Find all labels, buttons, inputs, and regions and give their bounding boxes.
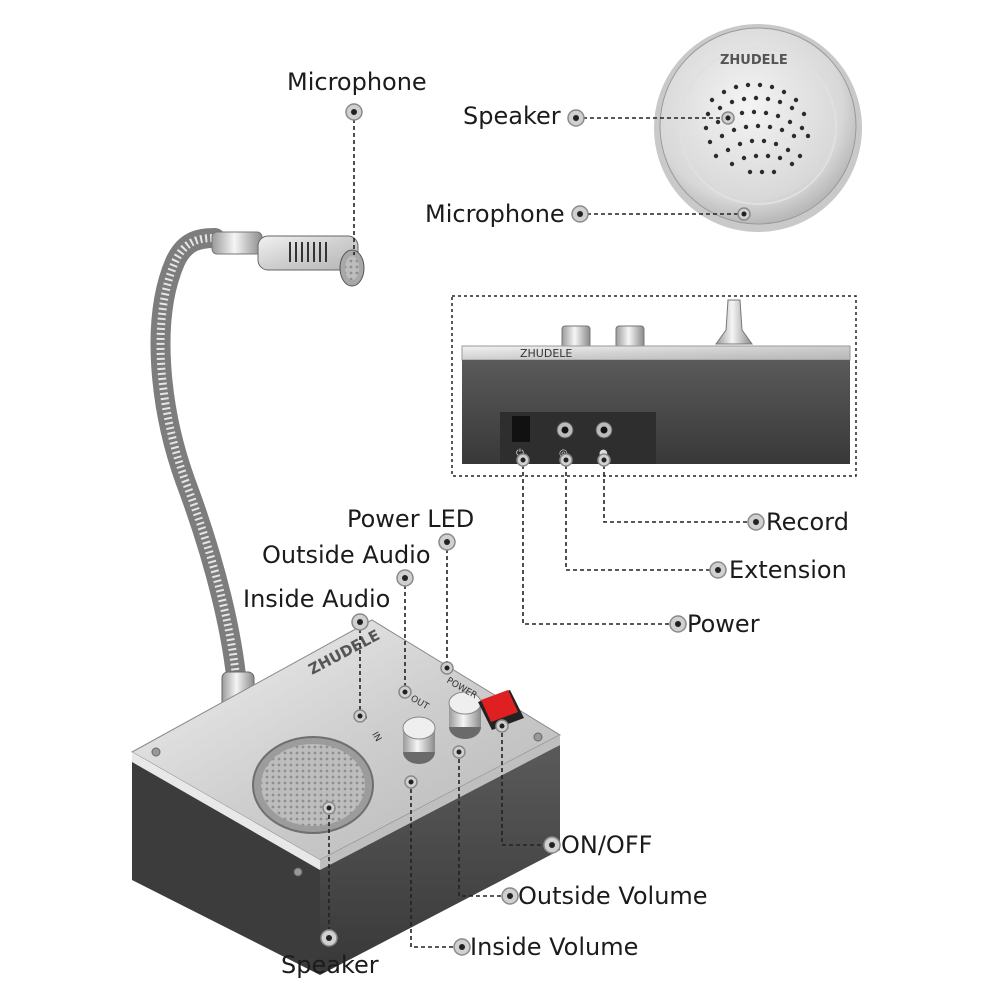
rear-brand-text: ZHUDELE bbox=[520, 347, 572, 360]
callout-outside-volume: Outside Volume bbox=[518, 882, 708, 910]
callout-microphone-gooseneck: Microphone bbox=[287, 68, 427, 96]
extension-port-icon: ◎ bbox=[559, 448, 568, 459]
callout-speaker-base: Speaker bbox=[281, 951, 379, 979]
gooseneck-microphone bbox=[150, 228, 365, 723]
power-port-icon: ⏻ bbox=[516, 448, 524, 459]
callout-speaker-outside: Speaker bbox=[463, 102, 561, 130]
outside-speaker-unit: ZHUDELE bbox=[654, 24, 862, 232]
base-unit: ZHUDELE IN OUT POWER bbox=[130, 619, 562, 975]
callout-inside-volume: Inside Volume bbox=[470, 933, 639, 961]
callout-microphone-outside: Microphone bbox=[425, 200, 565, 228]
callout-outside-audio: Outside Audio bbox=[262, 541, 431, 569]
speaker-disc-brand-text: ZHUDELE bbox=[720, 53, 788, 68]
rear-view: ZHUDELE ⏻ ◎ ● bbox=[451, 295, 857, 477]
callout-on-off: ON/OFF bbox=[561, 831, 653, 859]
in-jack-label: IN bbox=[369, 731, 382, 744]
callout-power-led: Power LED bbox=[347, 505, 475, 533]
callout-dots bbox=[320, 103, 765, 956]
callout-extension: Extension bbox=[729, 556, 847, 584]
callout-record: Record bbox=[766, 508, 849, 536]
leader-lines bbox=[328, 112, 756, 948]
callout-inside-audio: Inside Audio bbox=[243, 585, 391, 613]
callout-power: Power bbox=[687, 610, 760, 638]
